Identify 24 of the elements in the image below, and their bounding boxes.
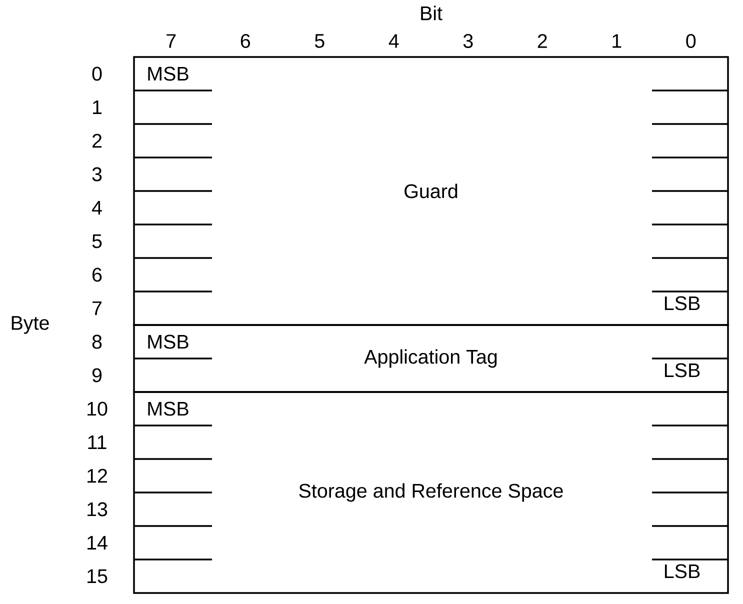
byte-number: 4 bbox=[92, 200, 102, 215]
axis-title: Byte bbox=[12, 316, 49, 334]
lsb-label: LSB bbox=[664, 363, 700, 378]
byte-number: 8 bbox=[92, 334, 102, 349]
lsb-label: LSB bbox=[664, 564, 700, 578]
axis-title: Bit bbox=[421, 6, 442, 20]
byte-number: 11 bbox=[88, 435, 106, 450]
byte-number: 9 bbox=[92, 368, 102, 382]
byte-number: 3 bbox=[92, 167, 102, 182]
byte-number: 14 bbox=[88, 536, 108, 550]
lsb-label: LSB bbox=[664, 296, 700, 310]
msb-label: MSB bbox=[148, 402, 188, 416]
byte-number: 10 bbox=[88, 402, 108, 416]
byte-number: 5 bbox=[92, 234, 102, 248]
byte-number: 13 bbox=[88, 502, 108, 516]
byte-number: 7 bbox=[92, 301, 102, 316]
msb-label: MSB bbox=[148, 66, 188, 81]
msb-label: MSB bbox=[148, 334, 188, 349]
byte-number: 0 bbox=[92, 66, 102, 81]
byte-number: 15 bbox=[88, 569, 108, 584]
byte-number: 1 bbox=[93, 100, 102, 114]
byte-number: 2 bbox=[92, 134, 102, 148]
byte-number: 6 bbox=[92, 268, 102, 282]
byte-number: 12 bbox=[88, 468, 107, 483]
